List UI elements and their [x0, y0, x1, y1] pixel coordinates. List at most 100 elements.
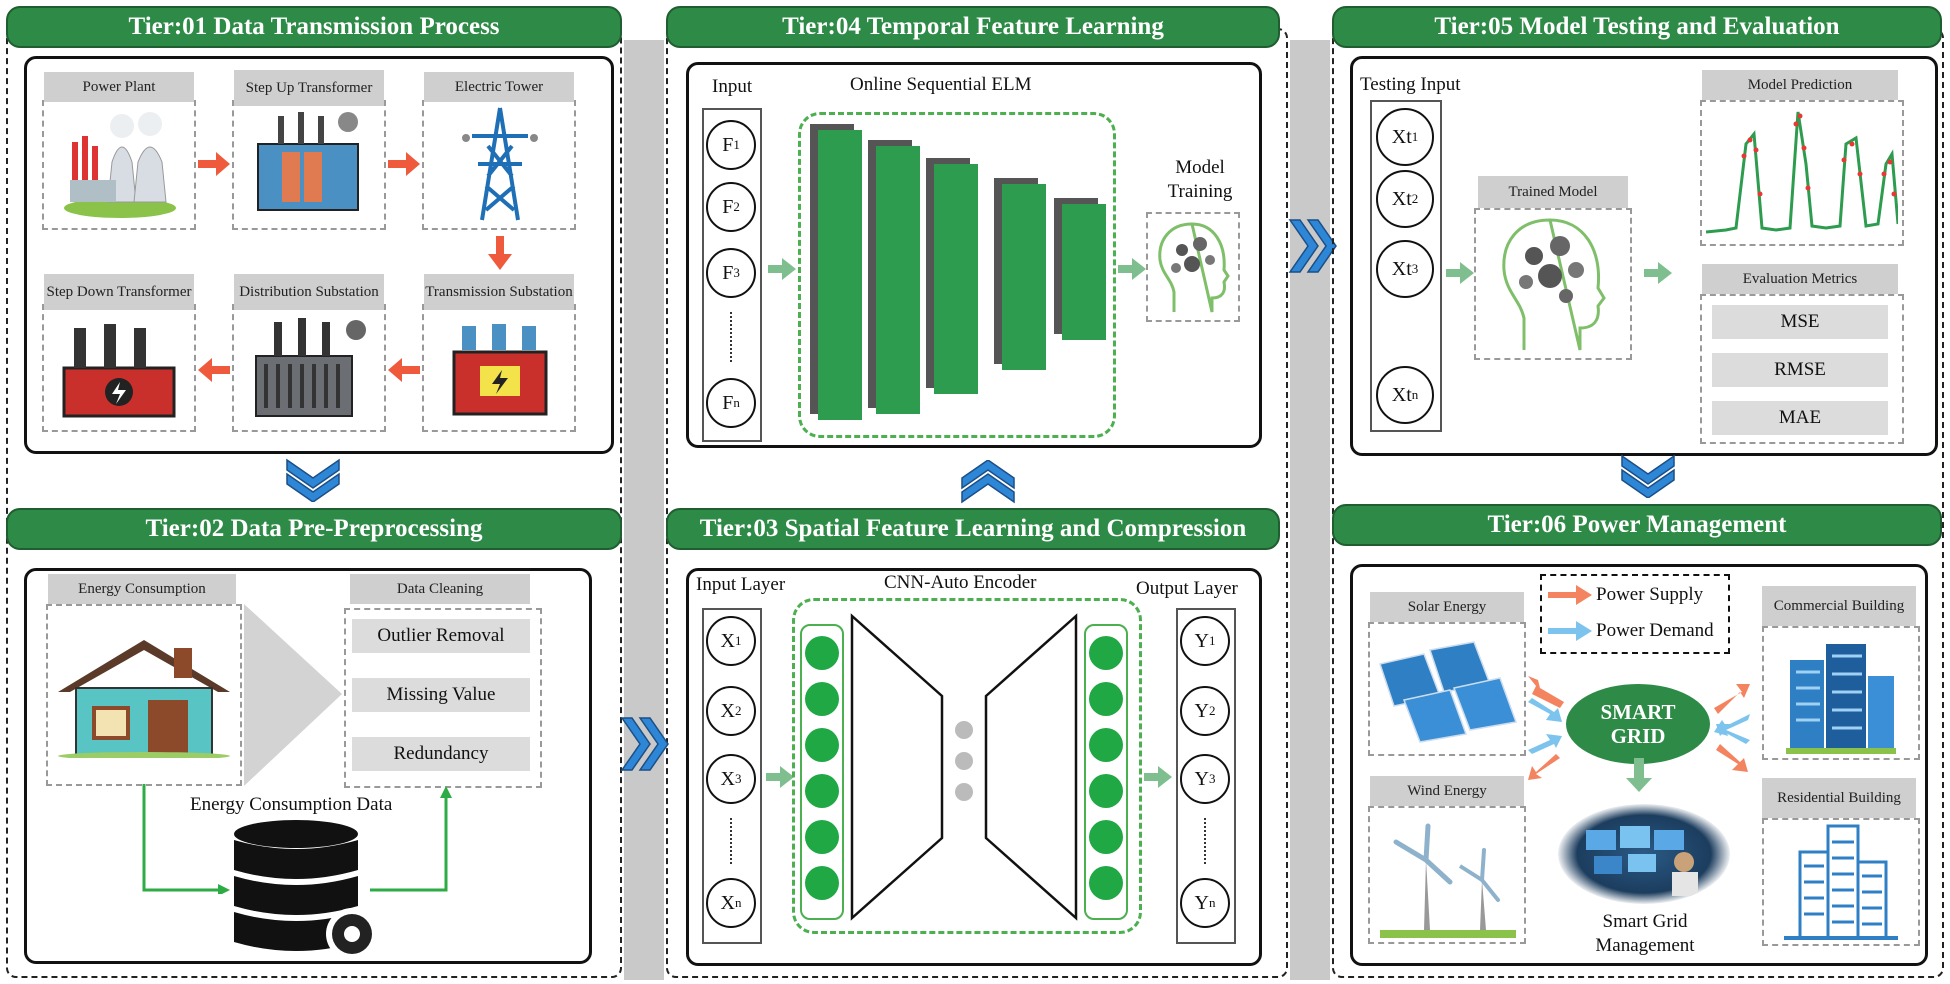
chevron-down-icon [1621, 454, 1675, 498]
neuron [805, 820, 839, 854]
arrow-right [1446, 262, 1474, 284]
grid-flow-arrows [1528, 676, 1750, 792]
tier3-box [686, 568, 1262, 966]
cleaning-item: Outlier Removal [352, 619, 530, 653]
monitor-icon [1586, 826, 1698, 896]
metric-item: MSE [1712, 305, 1888, 339]
smart-grid-management-label: Smart Grid Management [1595, 911, 1695, 956]
smart-grid-node: SMART GRID [1566, 684, 1710, 764]
testing-input-label: Testing Input [1360, 74, 1461, 95]
neuron [805, 636, 839, 670]
data-cleaning-label: Data Cleaning [350, 574, 530, 604]
ellipsis-dots [730, 312, 732, 362]
elm-label: Online Sequential ELM [850, 74, 1032, 95]
legend-supply-arrow [1548, 585, 1592, 605]
legend-box [1540, 574, 1730, 654]
neuron [805, 682, 839, 716]
output-layer-label: Output Layer [1136, 578, 1238, 599]
tier3-title: Tier:03 Spatial Feature Learning and Com… [666, 508, 1280, 550]
chevron-right-icon [620, 717, 669, 771]
tier4-input-label: Input [712, 76, 753, 97]
neuron [805, 866, 839, 900]
neuron [805, 728, 839, 762]
arrow-right [1644, 262, 1672, 284]
step-down-transformer-icon [62, 324, 176, 418]
model-prediction-label: Model Prediction [1702, 70, 1898, 100]
elm-layer [876, 146, 920, 414]
autoencoder-shape [850, 613, 1078, 921]
transmission-substation-icon [452, 324, 548, 416]
metric-item: MAE [1712, 401, 1888, 435]
metric-item: RMSE [1712, 353, 1888, 387]
input-layer-label: Input Layer [696, 574, 786, 595]
elm-layer [1062, 204, 1106, 340]
wind-turbine-icon [1380, 823, 1516, 938]
brain-head-icon [1502, 218, 1606, 351]
wind-box [1368, 806, 1526, 944]
cleaning-item: Redundancy [352, 737, 530, 771]
arrow-right [1144, 766, 1172, 788]
prediction-plot [1706, 111, 1898, 234]
encoder-label: CNN-Auto Encoder [884, 572, 1037, 593]
arrow-left [388, 358, 420, 382]
elm-layer [934, 164, 978, 394]
arrow-right [766, 766, 794, 788]
neuron [1089, 636, 1123, 670]
arrow-right [1118, 258, 1146, 280]
stage-label: Step Down Transformer [44, 274, 194, 310]
tier4-title: Tier:04 Temporal Feature Learning [666, 6, 1280, 48]
arrow-right [198, 152, 230, 176]
neuron [1089, 682, 1123, 716]
control-room-image [1558, 804, 1730, 904]
encoder-region [792, 598, 1142, 934]
evaluation-metrics-label: Evaluation Metrics [1702, 264, 1898, 294]
chevron-down-icon [286, 458, 340, 502]
energy-data-label: Energy Consumption Data [190, 794, 393, 815]
electric-tower-icon [462, 107, 538, 221]
prediction-box [1700, 100, 1904, 246]
tier1-title: Tier:01 Data Transmission Process [6, 6, 622, 48]
database-icon [234, 820, 378, 960]
elm-layer [1002, 184, 1046, 370]
elm-region [798, 112, 1116, 438]
residential-building-icon [1784, 824, 1898, 940]
stage-label: Power Plant [44, 72, 194, 102]
stage-label: Electric Tower [424, 72, 574, 102]
arrow-down [488, 236, 512, 270]
neuron [1089, 774, 1123, 808]
solar-panel-icon [1379, 641, 1518, 743]
legend-demand-arrow [1548, 621, 1592, 641]
transformer-icon [257, 112, 359, 211]
encoder-layer [800, 624, 844, 920]
model-training-label: Model Training [1167, 157, 1233, 202]
residential-box [1762, 818, 1920, 946]
trained-model-label: Trained Model [1478, 176, 1628, 208]
tier2-title: Tier:02 Data Pre-Preprocessing [6, 508, 622, 550]
arrow-right [388, 152, 420, 176]
ellipsis-dots [730, 818, 732, 864]
elm-layer [818, 130, 862, 420]
commercial-building-icon [1786, 644, 1896, 754]
legend-demand-label: Power Demand [1596, 620, 1714, 641]
decoder-layer [1084, 624, 1128, 920]
ellipsis-dots [1204, 818, 1206, 864]
power-plant-icon [64, 112, 176, 218]
energy-consumption-label: Energy Consumption [48, 574, 236, 604]
tier5-title: Tier:05 Model Testing and Evaluation [1332, 6, 1942, 48]
flow-lines [142, 784, 452, 894]
connector-band-left [624, 40, 664, 980]
cleaning-item: Missing Value [352, 678, 530, 712]
